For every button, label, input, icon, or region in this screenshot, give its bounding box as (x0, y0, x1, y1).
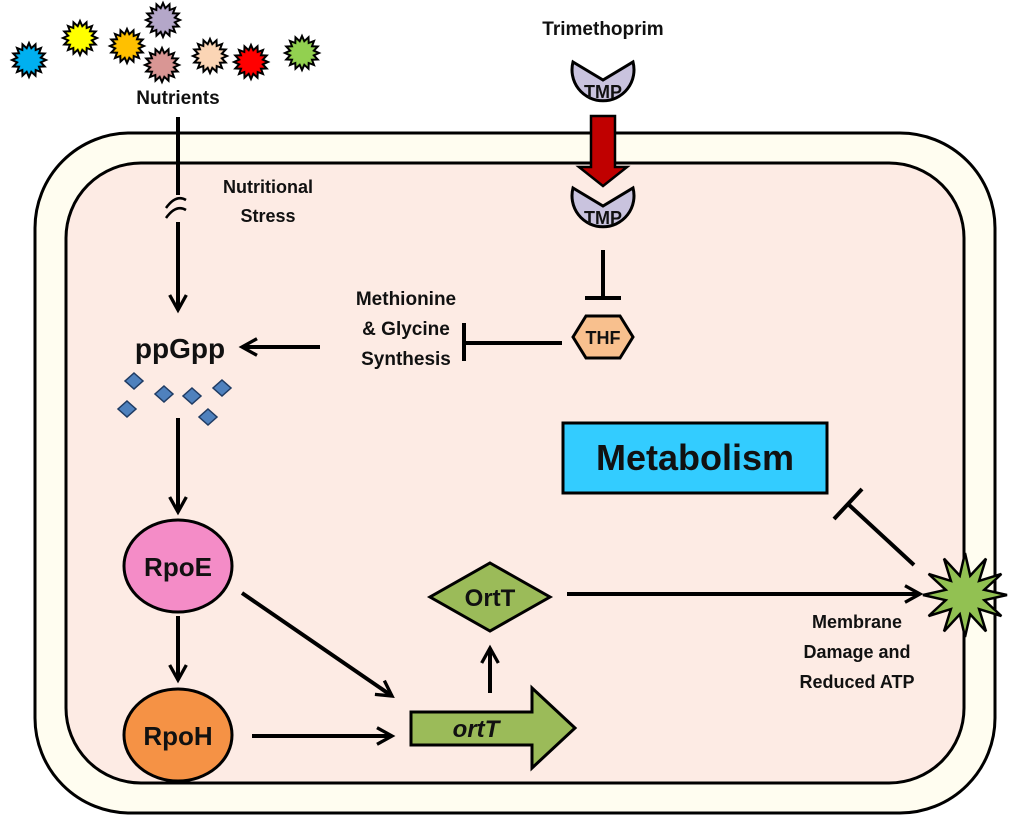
nutrient-particle (282, 33, 322, 73)
nutrient-pathway-line (164, 117, 186, 310)
nutrient-particle (9, 40, 49, 80)
damage-label-3: Reduced ATP (799, 672, 914, 692)
nutrient-particle (142, 45, 182, 85)
nutrient-particle (60, 18, 100, 58)
tmp-inside: TMP (570, 185, 636, 229)
nutrient-particle (143, 0, 183, 40)
rpoe-node: RpoE (122, 518, 234, 614)
nutrient-particle (231, 42, 271, 82)
methionine-label-3: Synthesis (361, 349, 451, 370)
thf-inhibits-synthesis (462, 323, 562, 361)
damage-star-shape (922, 552, 1008, 638)
thf-node: THF (571, 314, 635, 360)
ppgpp-molecule (116, 399, 138, 419)
ppgpp-molecule (211, 378, 233, 398)
nutritional-stress-label: Nutritional (223, 177, 313, 197)
ppgpp-molecule (181, 386, 203, 406)
svg-text:RpoH: RpoH (143, 721, 212, 751)
damage-inhibits-metabolism (832, 487, 916, 567)
svg-text:TMP: TMP (584, 208, 622, 228)
damage-label: Membrane (812, 612, 902, 632)
damage-label-2: Damage and (803, 642, 910, 662)
ortt-protein-node: OrtT (426, 561, 554, 633)
tmp-inhibits-thf (585, 250, 621, 300)
svg-text:RpoE: RpoE (144, 552, 212, 582)
svg-text:Metabolism: Metabolism (596, 437, 794, 478)
methionine-label: Methionine (356, 289, 456, 310)
ppgpp-label: ppGpp (135, 333, 225, 364)
ppgpp-molecule (123, 371, 145, 391)
tmp-transport-arrow (575, 114, 631, 188)
nutritional-stress-label-2: Stress (240, 206, 295, 226)
svg-text:THF: THF (586, 328, 621, 348)
rpoe-to-ortt-arrow (240, 591, 392, 696)
nutrient-particles (9, 0, 322, 85)
nutrient-particle (190, 36, 230, 76)
ortt-gene: ortT (409, 684, 578, 772)
svg-text:OrtT: OrtT (465, 585, 516, 612)
metabolism-box: Metabolism (561, 421, 829, 495)
ppgpp-molecule (153, 384, 175, 404)
svg-text:TMP: TMP (584, 82, 622, 102)
methionine-label-2: & Glycine (362, 319, 450, 340)
nutrient-particle (107, 26, 147, 66)
membrane-damage-star (922, 552, 1008, 638)
ppgpp-molecules (116, 371, 233, 427)
svg-text:ortT: ortT (453, 716, 502, 743)
rpoh-node: RpoH (122, 687, 234, 783)
ppgpp-molecule (197, 407, 219, 427)
nutrients-label: Nutrients (136, 88, 219, 109)
trimethoprim-label: Trimethoprim (542, 19, 663, 40)
tmp-outside: TMP (570, 59, 636, 103)
